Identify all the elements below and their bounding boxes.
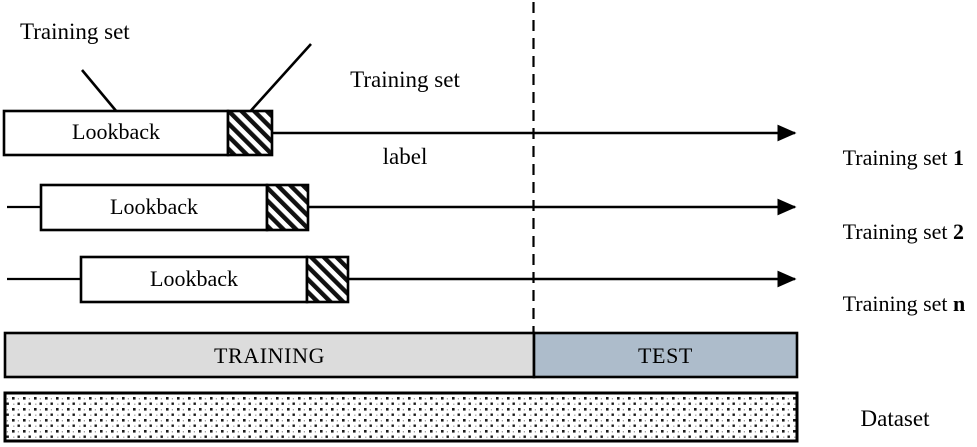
row-3-label-hatch-box [305, 255, 350, 304]
row-1-right-label-index: 1 [953, 144, 965, 170]
row-3-right-label-index: n [953, 290, 966, 316]
leader-line-training-set [81, 69, 118, 113]
row-3-right-label-prefix: Training set [842, 290, 954, 316]
row-2-label-hatch-box [265, 183, 310, 232]
annotation-training-set: Training set [20, 19, 130, 44]
dataset-bar [3, 391, 799, 443]
annotation-training-set-label-line2: label [382, 143, 428, 169]
training-segment-label: TRAINING [213, 343, 326, 368]
row-1-lookback-box [2, 109, 230, 157]
row-2-right-label-prefix: Training set [842, 218, 954, 244]
dataset-label: Dataset [860, 406, 930, 431]
test-segment [532, 331, 799, 379]
row-1-lookback-label: Lookback [72, 119, 160, 144]
row-3-right-label: Training set n [821, 267, 966, 341]
row-2-right-label-index: 2 [953, 218, 965, 244]
row-3-lookback-label: Lookback [150, 266, 238, 291]
training-segment [3, 331, 536, 379]
annotation-training-set-label: Training set label [325, 15, 485, 221]
row-1-right-label-prefix: Training set [842, 144, 954, 170]
row-2-right-label: Training set 2 [821, 195, 964, 269]
row-1-label-hatch-box [226, 109, 274, 157]
leader-line-training-set-label [246, 43, 312, 116]
test-segment-label: TEST [638, 343, 693, 368]
row-2-lookback-label: Lookback [110, 194, 198, 219]
row-1-right-label: Training set 1 [821, 121, 964, 195]
annotation-training-set-label-line1: Training set [350, 66, 460, 92]
